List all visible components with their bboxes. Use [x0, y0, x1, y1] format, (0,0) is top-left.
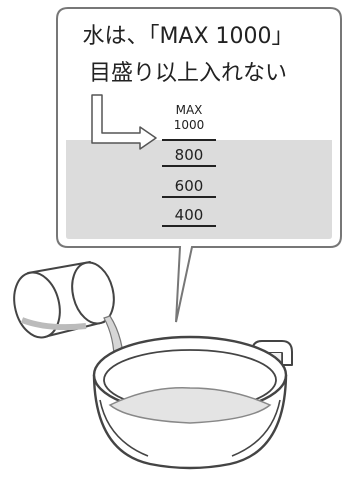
scale-label-600: 600: [174, 177, 204, 195]
scale-label-1000: 1000: [173, 118, 205, 132]
water-level-band: [66, 140, 332, 239]
arrow-icon: [91, 94, 157, 150]
scale-label-max: MAX: [175, 103, 203, 117]
instruction-line-1: 水は、「MAX 1000」: [82, 24, 294, 49]
rice-cooker-pot-icon: [92, 335, 293, 470]
instruction-line-2: 目盛り以上入れない: [88, 61, 287, 86]
measuring-cup-icon: [13, 261, 115, 339]
scale-label-400: 400: [174, 206, 204, 224]
scale-label-800: 800: [174, 146, 204, 164]
